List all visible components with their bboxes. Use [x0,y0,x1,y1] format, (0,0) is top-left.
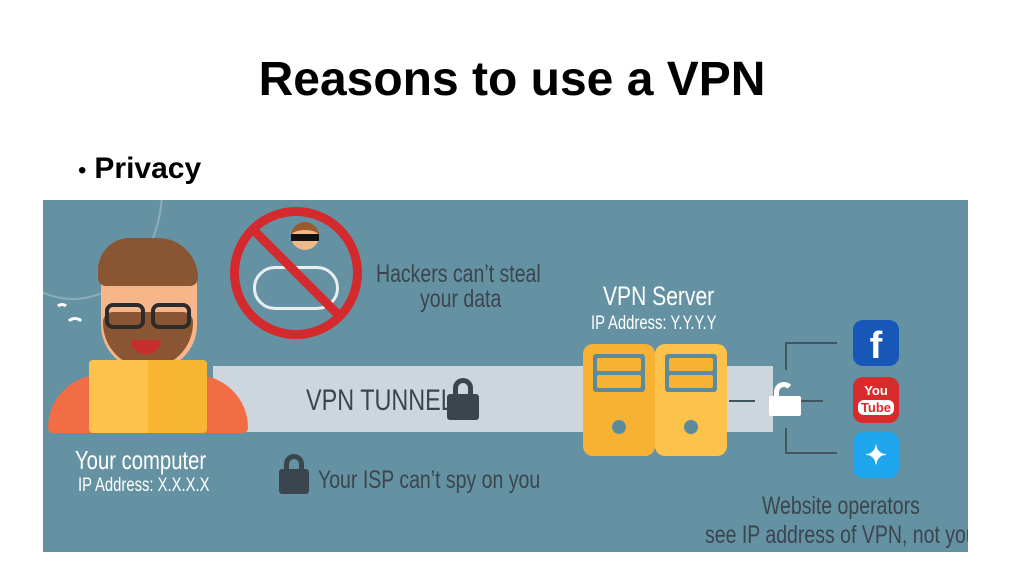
computer-ip: IP Address: X.X.X.X [78,475,210,496]
youtube-icon: You Tube [853,377,899,423]
bullet-privacy: •Privacy [78,152,202,185]
wifi-icon [55,303,85,337]
facebook-icon: f [853,320,899,367]
unlocked-icon [769,382,801,416]
vpn-infographic: VPN TUNNEL Your computer IP Address: X.X… [43,200,968,552]
twitter-icon: ✦ [853,432,899,478]
computer-label: Your computer [75,445,207,475]
websites-text-line1: Website operators [762,492,920,520]
server-unit-1 [583,344,655,456]
no-hackers-icon [230,207,362,339]
youtube-tube: Tube [858,400,894,415]
websites-text-line2: see IP address of VPN, not yours [705,521,968,549]
slide-title: Reasons to use a VPN [258,53,766,106]
tunnel-lock-icon [447,378,479,420]
bullet-text: Privacy [94,152,202,185]
isp-text: Your ISP can’t spy on you [318,466,541,494]
server-ip: IP Address: Y.Y.Y.Y [591,313,717,334]
hackers-text-line1: Hackers can’t steal [376,260,541,288]
hackers-text-line2: your data [420,285,502,313]
tunnel-label: VPN TUNNEL [306,384,454,417]
server-unit-2 [655,344,727,456]
laptop [89,360,207,433]
server-label: VPN Server [603,281,715,311]
youtube-you: You [864,383,888,398]
user-avatar [43,200,253,435]
isp-lock-icon [279,454,309,494]
